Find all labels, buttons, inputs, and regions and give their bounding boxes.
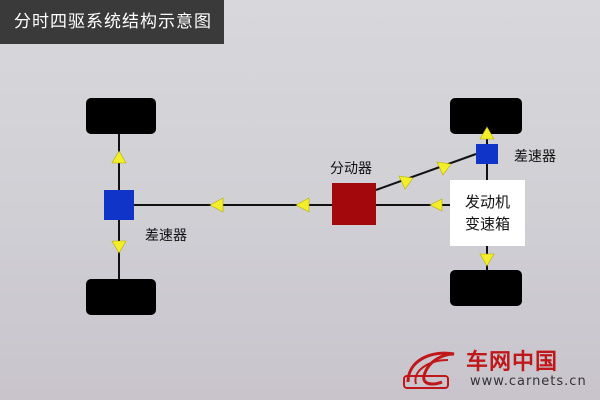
front-propeller-shaft xyxy=(375,153,477,191)
arrow-diagonal-2 xyxy=(436,161,452,176)
transfer-case-block xyxy=(332,183,376,225)
front-differential-label: 差速器 xyxy=(514,149,556,165)
engine-label: 发动机 xyxy=(464,193,510,211)
brand-name: 车网中国 xyxy=(466,350,559,375)
front-left-wheel xyxy=(450,98,522,134)
arrow-engine-to-transfer xyxy=(429,198,443,212)
transmission-label: 变速箱 xyxy=(464,215,510,233)
power-flow-arrows xyxy=(111,126,495,267)
arrow-rear-down xyxy=(111,240,127,254)
arrow-front-down xyxy=(479,253,495,267)
rear-left-wheel xyxy=(86,98,156,134)
arrow-shaft-left-2 xyxy=(209,197,224,213)
arrow-front-up xyxy=(479,126,495,140)
brand-url: www.carnets.cn xyxy=(470,374,587,389)
carnets-logo-icon xyxy=(403,351,455,389)
front-differential-block xyxy=(476,144,498,164)
rear-differential-label: 差速器 xyxy=(145,228,187,244)
engine-transmission-box: 发动机 变速箱 xyxy=(450,180,525,246)
arrow-rear-up xyxy=(111,150,127,164)
rear-right-wheel xyxy=(86,279,156,315)
transfer-case-label: 分动器 xyxy=(330,161,372,177)
diagram-title: 分时四驱系统结构示意图 xyxy=(0,0,224,44)
rear-differential-block xyxy=(104,190,134,220)
front-right-wheel xyxy=(450,270,522,306)
arrow-shaft-left-1 xyxy=(295,197,310,213)
arrow-diagonal-1 xyxy=(398,175,414,190)
